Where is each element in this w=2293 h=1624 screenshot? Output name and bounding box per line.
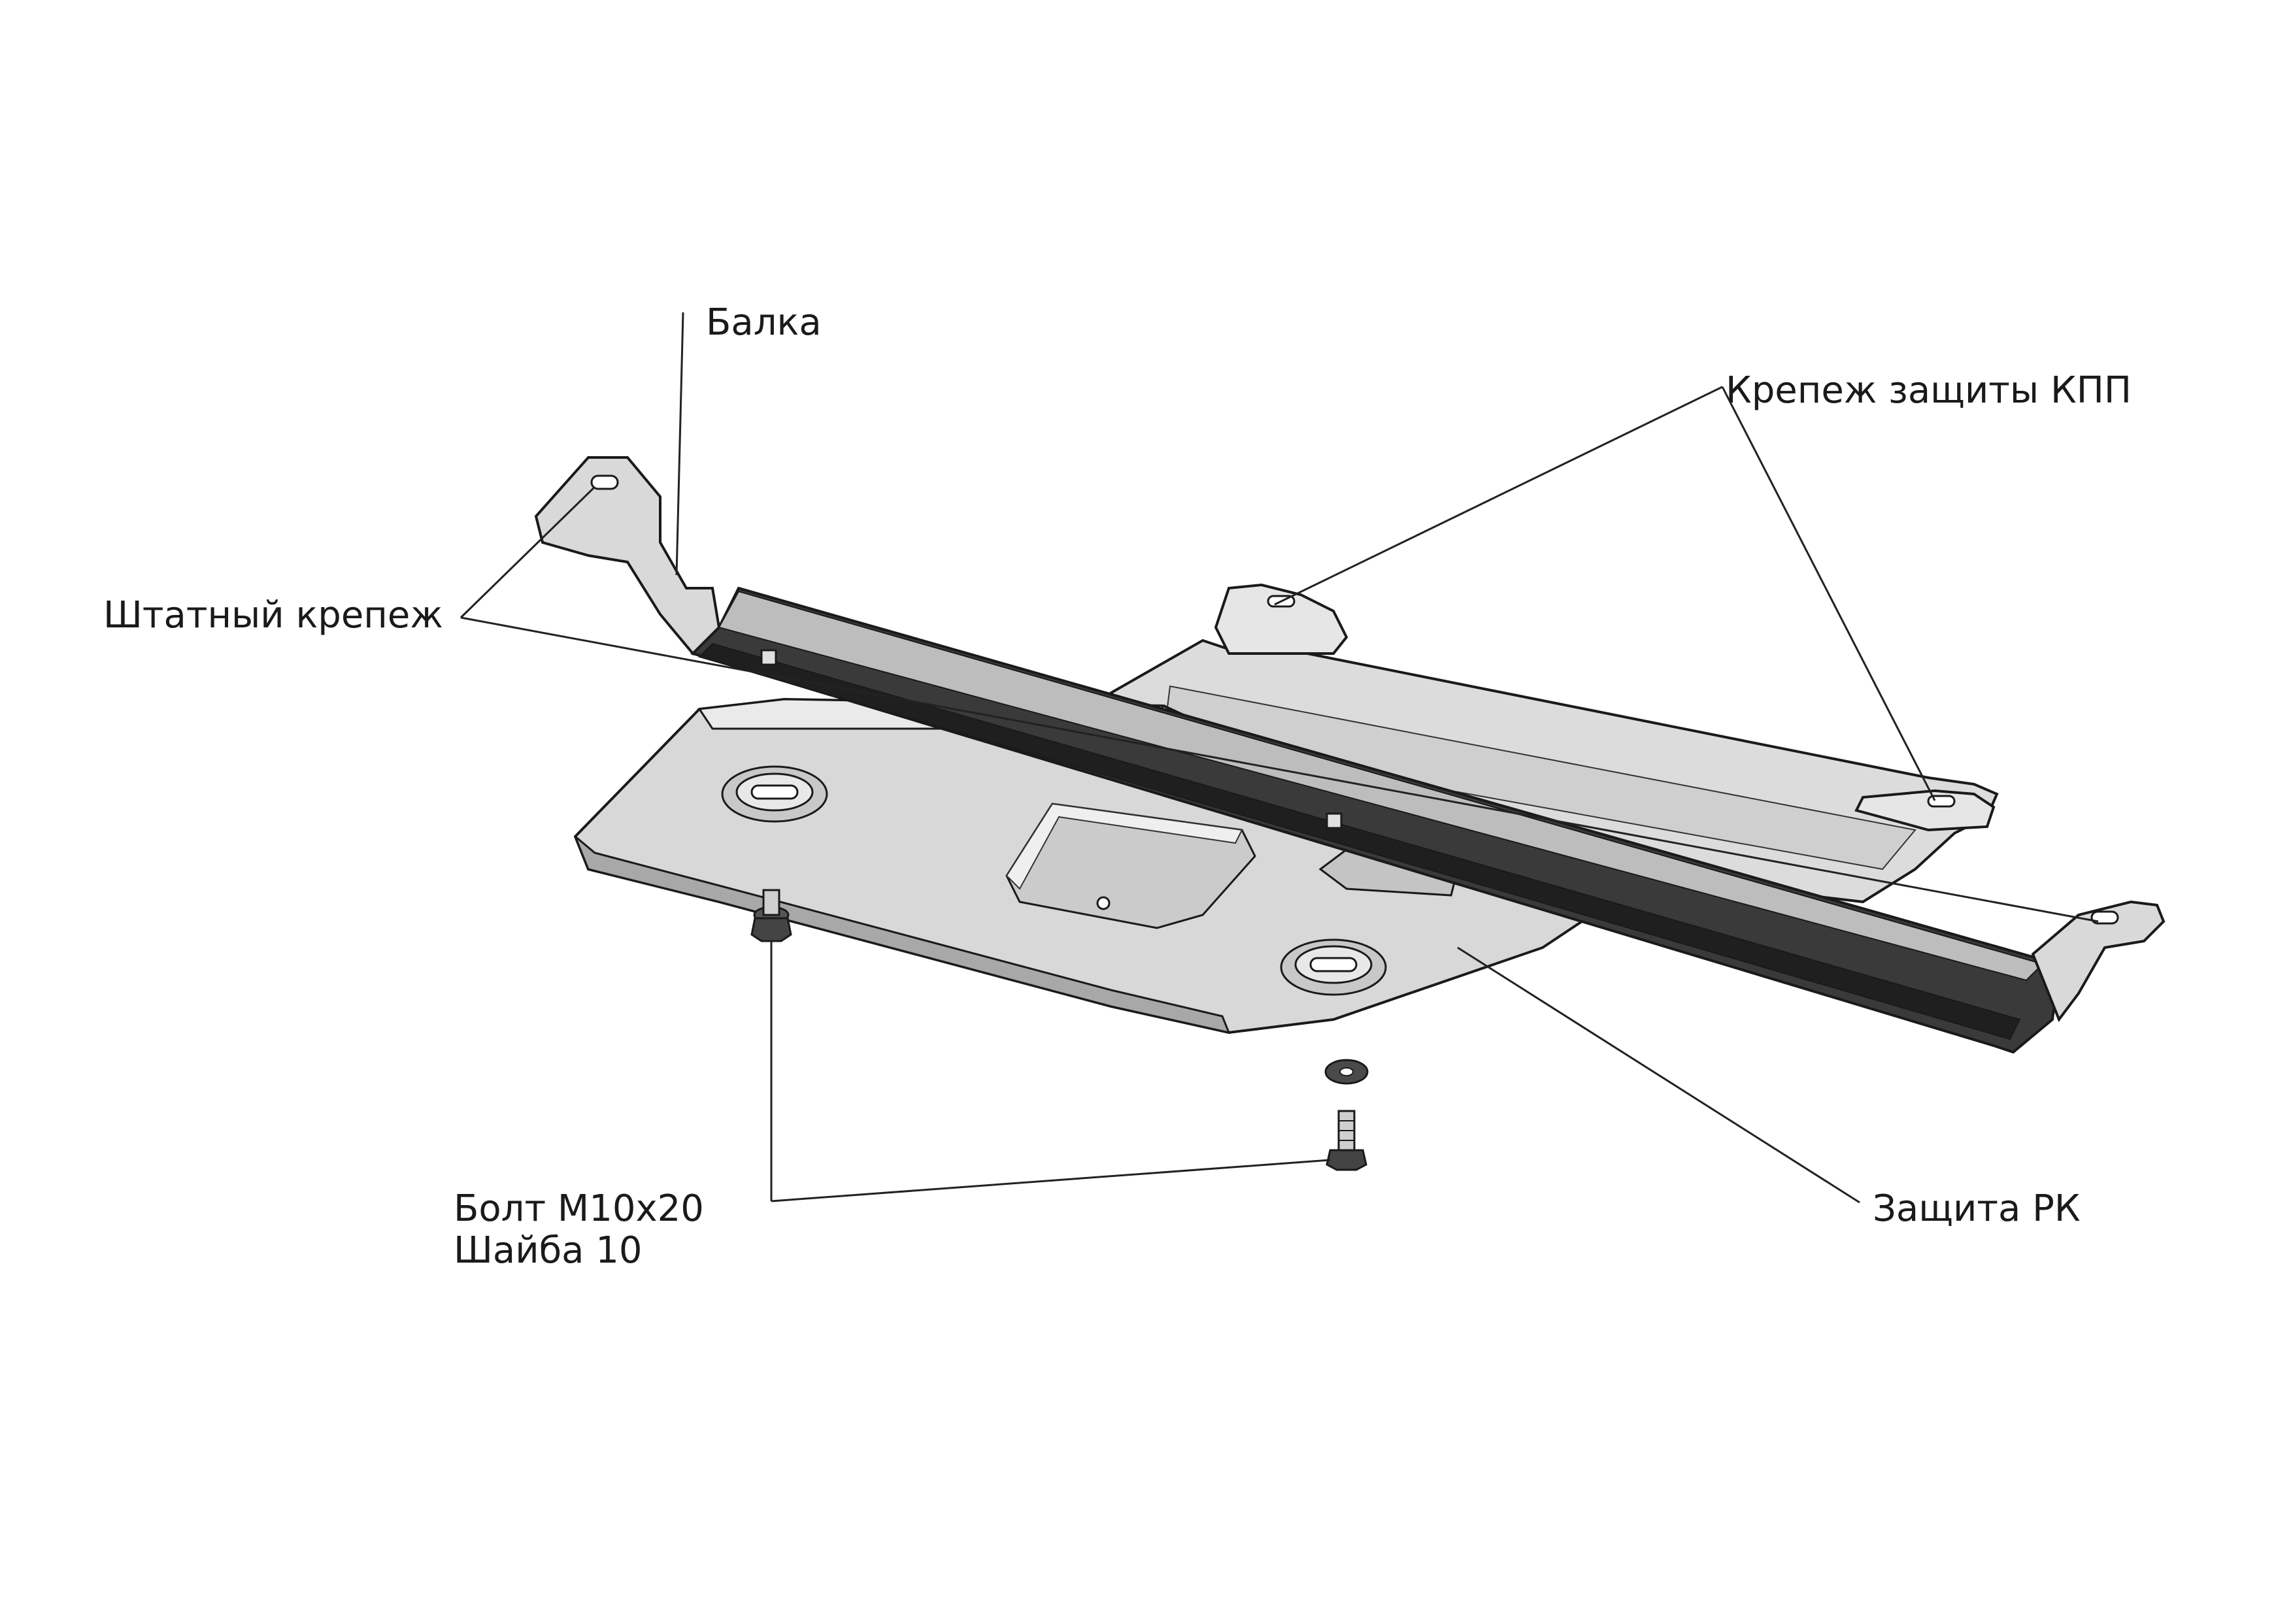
bolt-right [1326, 1110, 1367, 1171]
leader-balka [675, 312, 684, 576]
leader-bolt-1 [771, 1159, 1331, 1202]
kpp-guard-plate [1109, 583, 1999, 904]
beam [534, 456, 2166, 1054]
label-krepezh-kpp: Крепеж защиты КПП [1726, 369, 2132, 412]
leader-lines [460, 312, 2099, 1204]
label-shaiba: Шайба 10 [454, 1229, 643, 1272]
label-bolt: Болт М10х20 [454, 1187, 704, 1230]
leader-shtat-1 [460, 486, 596, 619]
label-zashita-rk: Защита РК [1873, 1187, 2081, 1230]
leader-kpp-2 [1721, 386, 1936, 801]
leader-shtat-2 [460, 616, 2099, 923]
label-fasteners: Болт М10х20 Шайба 10 [454, 1187, 704, 1272]
label-shtatny-krepezh: Штатный крепеж [103, 594, 443, 637]
rk-guard-plate [573, 697, 1624, 1035]
leader-zashita [1457, 946, 1860, 1204]
leader-kpp-1 [1274, 386, 1723, 606]
label-balka: Балка [706, 301, 822, 344]
bolt-left [750, 889, 792, 942]
washer [1324, 1059, 1369, 1085]
